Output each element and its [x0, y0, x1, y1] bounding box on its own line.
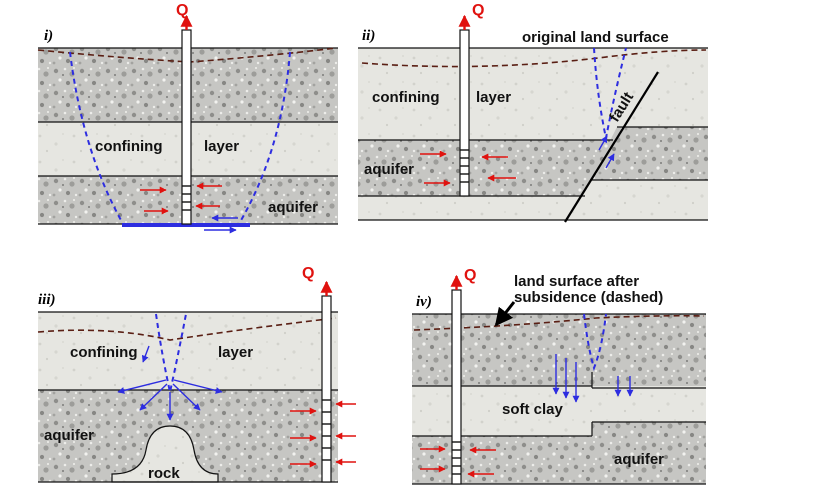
blue-flow-arrow	[173, 379, 223, 394]
label-original-land-surface: original land surface	[522, 29, 669, 46]
label-layer: layer	[218, 344, 253, 361]
panel-i: Q i) confining layer aquifer	[37, 2, 338, 234]
drawdown-curve-left	[69, 51, 123, 223]
flow-label-q: Q	[302, 265, 314, 282]
clay-left-lower	[358, 196, 585, 220]
label-confining: confining	[372, 89, 440, 106]
well-screen	[182, 185, 191, 211]
confining-clay-layer	[38, 312, 338, 390]
flow-label-q: Q	[464, 267, 476, 284]
flow-label-q: Q	[472, 2, 484, 19]
land-surface-dashed	[361, 49, 707, 68]
blue-flow-arrow	[141, 345, 150, 363]
blue-flow-arrow	[172, 383, 201, 411]
well-casing	[321, 295, 332, 483]
panel-ii: Q ii) original land surface confining la…	[358, 2, 708, 223]
label-confining: confining	[70, 344, 138, 361]
label-confining: confining	[95, 138, 163, 155]
land-surface-dashed	[413, 314, 705, 331]
drawdown-curve-right	[239, 51, 291, 223]
label-aquifer: aquifer	[614, 451, 664, 468]
drawdown-cone	[583, 313, 607, 372]
panel-label: i)	[44, 28, 53, 44]
panel-iii: Q iii) confining layer aquifer rock	[37, 265, 356, 483]
well-screen	[322, 399, 331, 461]
well-casing	[451, 289, 462, 485]
well-screen	[452, 441, 461, 475]
label-layer: layer	[204, 138, 239, 155]
fault-line	[564, 71, 659, 223]
label-soft-clay: soft clay	[502, 401, 564, 418]
upper-gravel-right	[592, 314, 706, 388]
panel-label: ii)	[362, 28, 375, 44]
label-aquifer: aquifer	[364, 161, 414, 178]
land-surface-dashed	[37, 317, 337, 341]
well-casing	[181, 29, 192, 225]
blue-flow-arrow	[598, 135, 608, 151]
blue-flow-arrow	[117, 379, 167, 394]
label-subsidence-line-2: subsidence (dashed)	[514, 289, 663, 306]
aquifer-right-block	[590, 127, 708, 180]
flow-label-q: Q	[176, 2, 188, 19]
rock-outcrop	[111, 425, 219, 483]
clay-right-lower	[571, 180, 708, 220]
panel-label: iv)	[416, 294, 432, 310]
panel-iv: Q iv) land surface after subsidence (das…	[412, 267, 706, 485]
label-layer: layer	[476, 89, 511, 106]
aquifer-layer	[412, 422, 706, 484]
well-casing	[459, 29, 470, 197]
label-subsidence-line-1: land surface after	[514, 273, 639, 290]
blue-flow-arrow	[139, 383, 168, 411]
label-aquifer: aquifer	[268, 199, 318, 216]
blue-flow-arrow	[605, 153, 615, 169]
label-aquifer: aquifer	[44, 427, 94, 444]
subsidence-pointer-arrow	[494, 301, 516, 327]
well-screen	[460, 149, 469, 183]
panel-label: iii)	[38, 292, 56, 308]
label-rock: rock	[148, 465, 180, 482]
upper-gravel-left	[412, 314, 592, 386]
